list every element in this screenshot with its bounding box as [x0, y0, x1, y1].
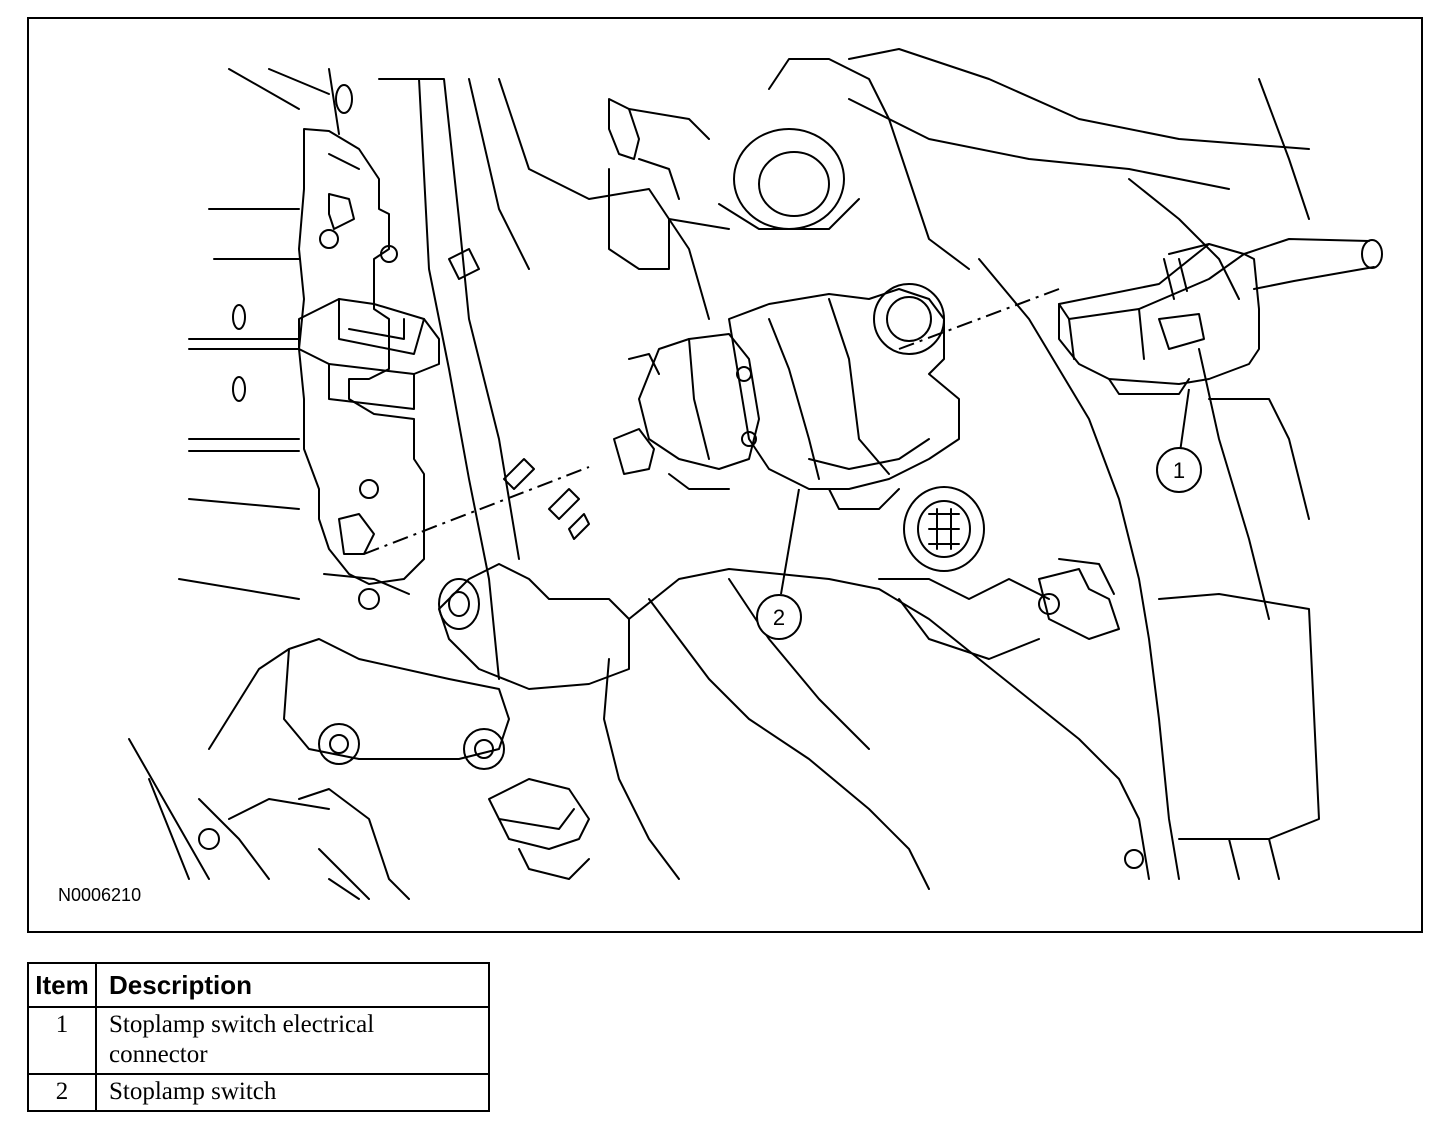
table-row: 2 Stoplamp switch — [27, 1073, 490, 1112]
lower-clip — [488, 778, 590, 880]
alignment-lines — [363, 288, 1060, 555]
legend-header-row: Item Description — [27, 962, 490, 1008]
callout-2-number: 2 — [773, 605, 785, 630]
legend-item-number: 2 — [27, 1073, 97, 1112]
figure-id-label: N0006210 — [58, 885, 142, 905]
legend-item-description: Stoplamp switch electrical connector — [95, 1006, 490, 1075]
electrical-connector-drawing — [1058, 238, 1383, 395]
callout-1-number: 1 — [1173, 458, 1185, 483]
small-tabs — [448, 248, 590, 540]
column-pillars — [378, 78, 730, 680]
legend-header-description: Description — [95, 962, 490, 1008]
legend-item-number: 1 — [27, 1006, 97, 1075]
side-panel — [978, 258, 1320, 880]
pedal-pivot-assembly — [128, 563, 630, 900]
bracket-clip — [298, 298, 440, 410]
pedal-bracket — [178, 68, 425, 610]
stoplamp-switch-drawing — [613, 283, 960, 510]
grommet — [903, 486, 985, 572]
legend-table: Item Description 1 Stoplamp switch elect… — [27, 962, 490, 1112]
pedal-housing — [603, 558, 1150, 890]
legend-header-item: Item — [27, 962, 97, 1008]
table-row: 1 Stoplamp switch electrical connector — [27, 1006, 490, 1075]
legend-item-description: Stoplamp switch — [95, 1073, 490, 1112]
steering-column-tube — [718, 48, 1310, 300]
callout-1: 1 — [1156, 388, 1202, 493]
exploded-view-illustration: 1 2 — [128, 48, 1383, 900]
callout-2: 2 — [756, 488, 802, 640]
figure-frame: 1 2 — [27, 17, 1423, 933]
